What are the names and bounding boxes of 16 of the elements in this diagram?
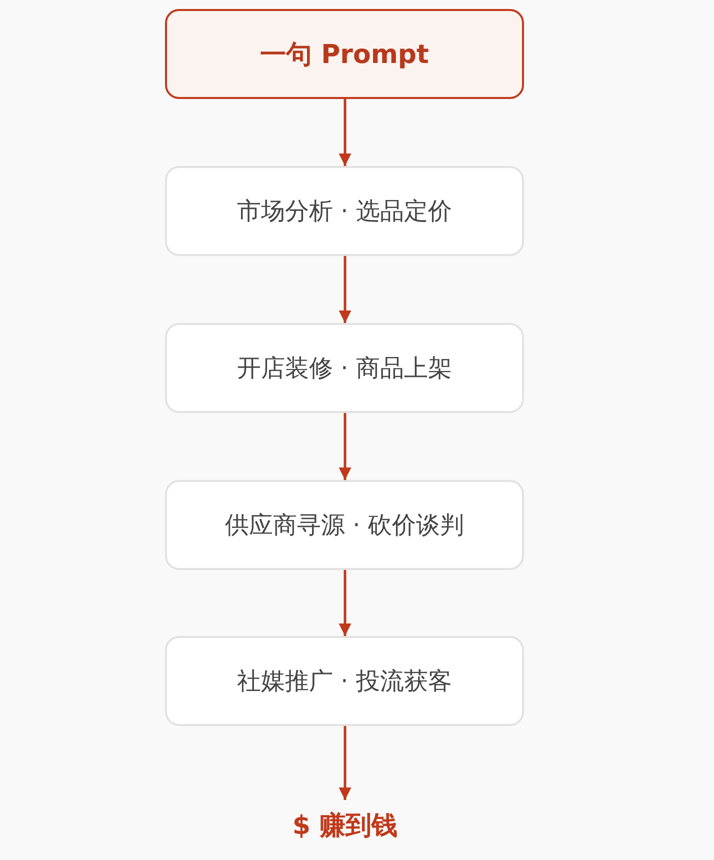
arrow — [338, 256, 352, 323]
process-box — [165, 636, 524, 726]
step-label: 供应商寻源 · 砍价谈判 — [225, 510, 464, 541]
step-label: 一句 Prompt — [260, 38, 429, 72]
step-label: 开店装修 · 商品上架 — [237, 353, 452, 384]
process-box — [165, 480, 524, 570]
result-label: $ 赚到钱 — [292, 810, 398, 842]
start-box — [165, 9, 524, 99]
process-box — [165, 323, 524, 413]
step-label: 市场分析 · 选品定价 — [237, 196, 452, 227]
step-label: 社媒推广 · 投流获客 — [237, 666, 452, 697]
arrow — [338, 726, 352, 800]
arrow — [338, 570, 352, 636]
arrow — [338, 99, 352, 166]
process-box — [165, 166, 524, 256]
arrow — [338, 413, 352, 480]
